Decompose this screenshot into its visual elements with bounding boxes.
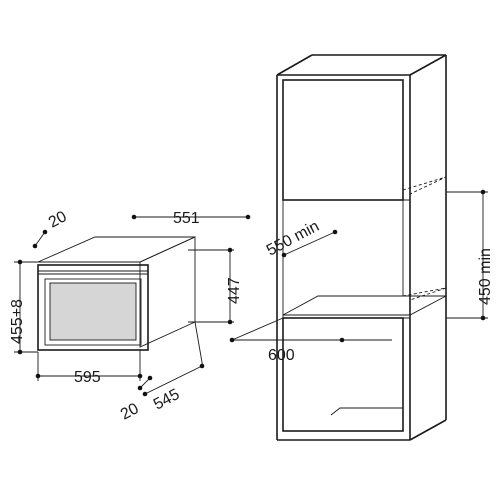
dim-label-450-min: 450 min — [477, 248, 494, 305]
dim-point — [42, 229, 48, 235]
dim-label-20-bottom: 20 — [118, 400, 142, 423]
dim-point — [137, 373, 143, 379]
dim-point — [137, 385, 143, 391]
dim-point — [245, 214, 251, 220]
dim-point — [229, 337, 235, 343]
dim-line-550-min — [283, 231, 336, 256]
dim-point — [227, 319, 233, 325]
dim-label-550-min: 550 min — [264, 218, 322, 260]
cabinet-outline — [409, 419, 447, 441]
dim-point — [147, 375, 153, 381]
dim-label-447: 447 — [226, 277, 243, 304]
appliance-top-face — [37, 236, 196, 263]
door-glass — [49, 282, 137, 341]
niche-shelf — [282, 295, 447, 316]
dim-point — [35, 373, 41, 379]
dim-line-20-bottom — [139, 377, 151, 389]
dim-point — [142, 391, 148, 397]
dim-point — [17, 259, 23, 265]
niche-upper-dashed-guide — [402, 176, 447, 195]
door-frame — [44, 278, 142, 346]
dim-point — [281, 252, 287, 258]
dim-point — [32, 243, 38, 249]
dim-line-545 — [144, 365, 203, 395]
dim-point — [480, 315, 486, 321]
dim-ext — [194, 321, 204, 369]
dim-label-545: 545 — [151, 386, 183, 414]
dim-point — [227, 247, 233, 253]
appliance-front-panel — [37, 264, 149, 351]
dim-point — [131, 214, 137, 220]
dim-label-600: 600 — [268, 347, 295, 364]
dim-line-600 — [231, 317, 284, 341]
appliance-dimensions: 20 551 455+8 447 595 20 — [9, 208, 251, 424]
dim-point — [17, 349, 23, 355]
dim-label-455-8: 455+8 — [9, 299, 26, 344]
plinth-detail — [330, 407, 403, 416]
dim-label-551: 551 — [173, 210, 200, 227]
cabinet-outline — [409, 54, 447, 76]
appliance-drawing — [37, 236, 196, 351]
dim-label-20-top: 20 — [46, 208, 70, 231]
cabinet-bottom-door — [282, 317, 404, 432]
cabinet-dimensions: 550 min 450 min 600 — [229, 189, 494, 364]
dim-point — [480, 189, 486, 195]
dim-point — [339, 337, 345, 343]
dim-line-20-top — [34, 231, 46, 247]
cabinet-top-door — [282, 79, 404, 201]
dim-point — [332, 229, 338, 235]
cabinet-outline — [276, 54, 313, 76]
dim-label-595: 595 — [74, 369, 101, 386]
cabinet-drawing — [276, 54, 447, 441]
dim-point — [199, 363, 205, 369]
